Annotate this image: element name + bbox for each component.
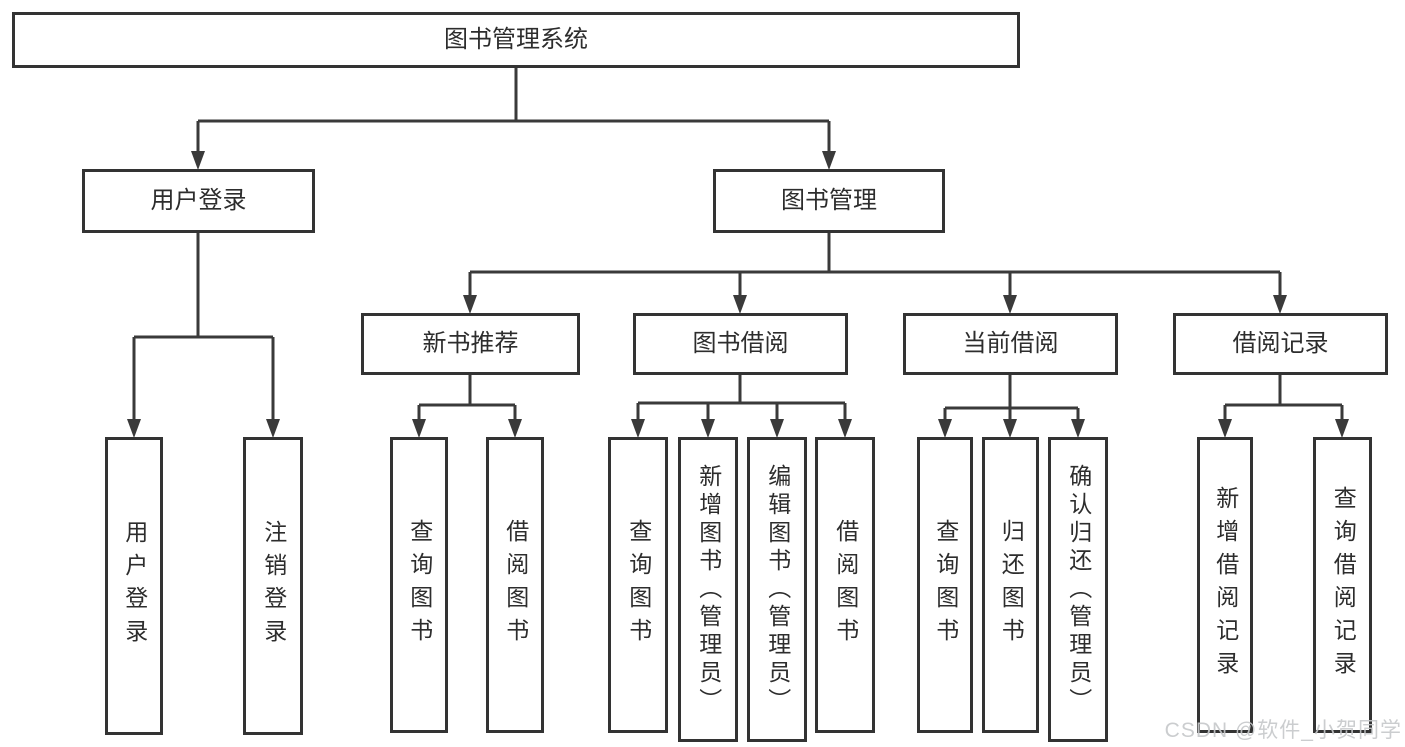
node-borrow-books-under-borrowing: 借阅图书 [815,437,875,733]
node-edit-books-admin: 编辑图书（管理员） [747,437,807,742]
node-query-books-under-recommendation: 查询图书 [390,437,448,733]
node-user-login-leaf: 用户登录 [105,437,163,735]
node-add-borrowing-record: 新增借阅记录 [1197,437,1253,733]
node-borrow-books-under-recommendation: 借阅图书 [486,437,544,733]
node-query-borrowing-record: 查询借阅记录 [1313,437,1372,733]
node-library-management-system: 图书管理系统 [12,12,1020,68]
node-confirm-return-admin: 确认归还（管理员） [1048,437,1108,742]
node-query-books-under-current: 查询图书 [917,437,973,733]
node-book-borrowing: 图书借阅 [633,313,848,375]
node-book-management-branch: 图书管理 [713,169,945,233]
node-return-books: 归还图书 [982,437,1039,733]
node-logout-leaf: 注销登录 [243,437,303,735]
csdn-watermark: CSDN @软件_小贺同学 [1164,719,1402,742]
node-current-borrowing: 当前借阅 [903,313,1118,375]
node-add-books-admin: 新增图书（管理员） [678,437,738,742]
node-user-login-branch: 用户登录 [82,169,315,233]
node-borrowing-records: 借阅记录 [1173,313,1388,375]
node-query-books-under-borrowing: 查询图书 [608,437,668,733]
node-new-book-recommendation: 新书推荐 [361,313,580,375]
